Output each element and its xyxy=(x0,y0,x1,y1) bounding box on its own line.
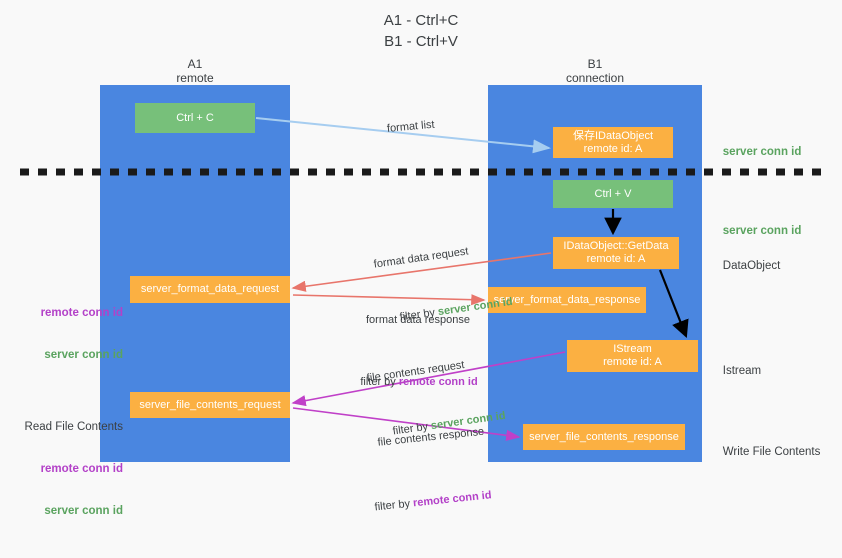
lane-header-a1: A1 remote xyxy=(176,57,214,85)
flow-label-fdresp-filter-prefix: filter by xyxy=(360,376,399,388)
annotation-read-file-contents: Read File Contents xyxy=(24,421,123,433)
annotation-server-conn-id-second: server conn id xyxy=(710,210,802,252)
annotation-write-file-contents-text: Write File Contents xyxy=(722,446,821,458)
flow-label-fdresp-filter-value: remote conn id xyxy=(398,376,478,388)
flow-label-fcresp-filter-value: remote conn id xyxy=(412,489,493,510)
annotation-write-file-contents: Write File Contents xyxy=(710,431,821,473)
annotation-server-conn-id-2: server conn id xyxy=(44,505,123,517)
annotation-server-conn-id-top-text: server conn id xyxy=(722,146,802,158)
annotation-server-conn-id-second-text: server conn id xyxy=(722,225,802,237)
annotation-istream: Istream xyxy=(710,350,761,392)
annotation-dataobject: DataObject xyxy=(710,245,781,287)
box-ctrl-c[interactable]: Ctrl + C xyxy=(135,103,255,133)
flow-label-format-list: format list xyxy=(373,104,436,151)
flow-label-format-data-request-main: format data request xyxy=(373,245,470,271)
flow-label-format-data-response-main: format data response xyxy=(366,314,470,326)
annotation-remote-conn-id-2: remote conn id xyxy=(40,463,123,475)
flow-label-file-contents-response: file contents response filter by remote … xyxy=(374,397,497,555)
flow-label-file-contents-response-main: file contents response xyxy=(377,425,485,449)
annotation-server-conn-id-1: server conn id xyxy=(44,349,123,361)
flow-label-file-contents-request-main: file contents request xyxy=(366,359,466,385)
flow-label-format-list-text: format list xyxy=(386,118,436,135)
flow-label-format-data-response: format data response filter by remote co… xyxy=(360,285,477,431)
box-istream[interactable]: IStream remote id: A xyxy=(567,340,698,372)
lane-header-b1: B1 connection xyxy=(565,57,625,85)
box-server-format-data-response[interactable]: server_format_data_response xyxy=(488,287,646,313)
annotation-remote-conn-id-1: remote conn id xyxy=(40,307,123,319)
flow-label-format-data-response-filter: filter by remote conn id xyxy=(342,361,478,403)
page-title: A1 - Ctrl+C B1 - Ctrl+V xyxy=(383,12,459,50)
flow-label-fcresp-filter-prefix: filter by xyxy=(374,497,414,514)
annotation-istream-text: Istream xyxy=(722,365,762,377)
box-server-file-contents-response[interactable]: server_file_contents_response xyxy=(523,424,685,450)
diagram-canvas: A1 - Ctrl+C B1 - Ctrl+V A1 remote B1 con… xyxy=(8,12,824,517)
annotation-server-conn-id-top: server conn id xyxy=(710,131,802,173)
annotation-dataobject-text: DataObject xyxy=(722,260,781,272)
flow-label-file-contents-response-filter: filter by remote conn id xyxy=(354,474,493,530)
annotation-conn-ids-format: remote conn id server conn id xyxy=(8,278,123,390)
box-idataobject-save[interactable]: 保存IDataObject remote id: A xyxy=(553,127,673,158)
box-ctrl-v[interactable]: Ctrl + V xyxy=(553,180,673,208)
box-server-format-data-request[interactable]: server_format_data_request xyxy=(130,276,290,303)
box-idataobject-getdata[interactable]: IDataObject::GetData remote id: A xyxy=(553,237,679,269)
box-server-file-contents-request[interactable]: server_file_contents_request xyxy=(130,392,290,418)
annotation-read-file-contents-group: Read File Contents remote conn id server… xyxy=(8,392,123,546)
